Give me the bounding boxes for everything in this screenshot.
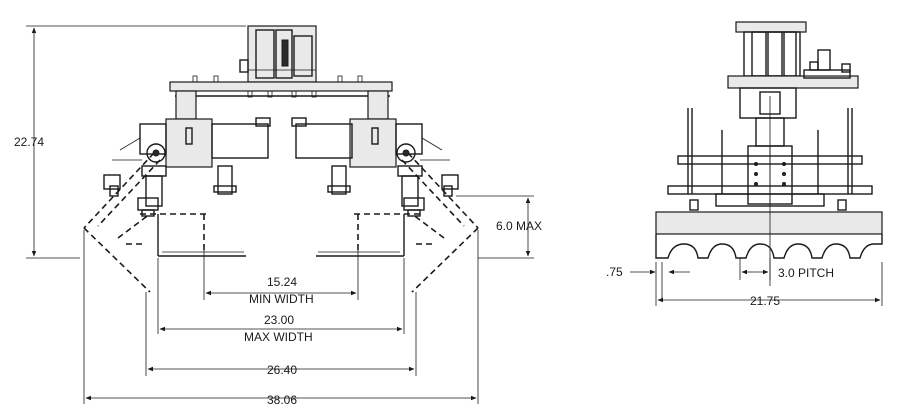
dim-width-3806 bbox=[83, 230, 479, 404]
dim-width-2640 bbox=[145, 292, 417, 376]
dim-max-width bbox=[157, 258, 405, 334]
dim-overall-height bbox=[26, 25, 246, 259]
front-fingers bbox=[126, 213, 436, 257]
label-min-width-value: 15.24 bbox=[267, 275, 297, 289]
front-top-plate bbox=[169, 75, 393, 120]
dim-min-width bbox=[203, 250, 359, 300]
dim-max-height bbox=[456, 195, 534, 259]
label-width-2640: 26.40 bbox=[267, 363, 297, 377]
label-pitch: 3.0 PITCH bbox=[778, 266, 834, 280]
label-max-width-text: MAX WIDTH bbox=[244, 330, 313, 344]
dim-side-width bbox=[655, 262, 883, 306]
side-fork-plate bbox=[655, 211, 883, 259]
front-swing-arms bbox=[83, 152, 479, 293]
dim-edge-offset bbox=[630, 262, 690, 300]
label-max-width-value: 23.00 bbox=[264, 313, 294, 327]
label-side-width: 21.75 bbox=[750, 294, 780, 308]
side-actuator bbox=[727, 21, 859, 119]
front-view: 22.74 6.0 MAX 15.24 MIN WIDTH 23.00 MAX … bbox=[14, 25, 542, 407]
front-left-head bbox=[103, 117, 271, 217]
side-view: .75 3.0 PITCH 21.75 bbox=[606, 21, 883, 308]
front-actuator bbox=[239, 25, 317, 83]
label-max-height: 6.0 MAX bbox=[496, 219, 542, 233]
label-overall-height: 22.74 bbox=[14, 135, 44, 149]
label-edge-offset: .75 bbox=[606, 265, 623, 279]
front-right-head bbox=[291, 117, 459, 217]
label-min-width-text: MIN WIDTH bbox=[249, 292, 314, 306]
dim-pitch bbox=[739, 258, 771, 280]
label-width-3806: 38.06 bbox=[267, 393, 297, 407]
